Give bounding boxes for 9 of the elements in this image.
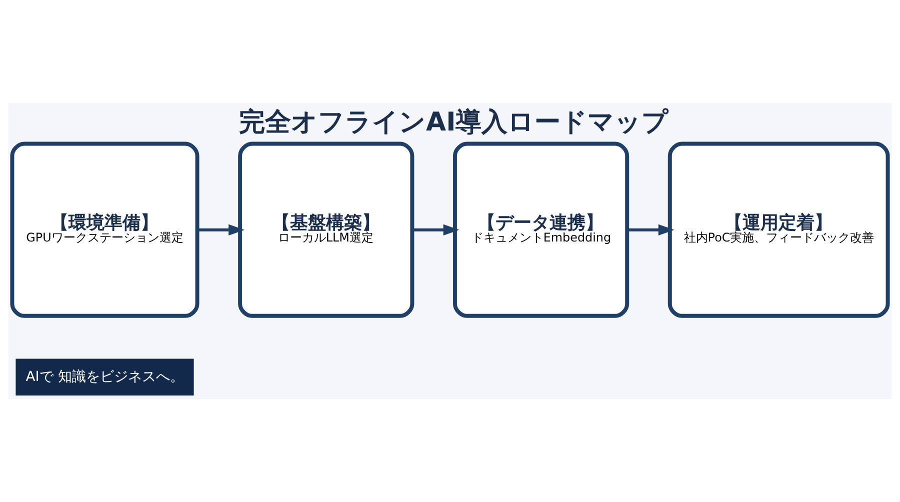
node-box: 【環境準備】 GPUワークステーション選定 [10, 142, 200, 318]
node-box: 【基盤構築】 ローカルLLM選定 [238, 142, 414, 318]
node-box: 【データ連携】 ドキュメントEmbedding [452, 142, 630, 318]
arrow [627, 224, 674, 236]
arrow [412, 224, 460, 236]
label: AIで 知識をビジネスへ。 [26, 368, 184, 385]
arrow [198, 224, 245, 236]
diagram-title: 完全オフラインAI導入ロードマップ [239, 108, 669, 138]
node-box: 【運用定着】 社内PoC実施、フィードバック改善 [668, 142, 890, 318]
